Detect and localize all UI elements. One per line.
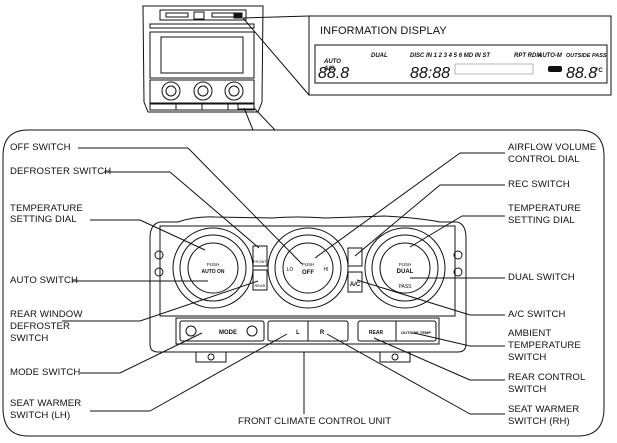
seg-clock: 88:88 <box>410 65 450 82</box>
label-seat-warmer-lh-1: SEAT WARMER <box>10 398 82 409</box>
label-ambient-temp-3: SWITCH <box>508 352 547 363</box>
seg-rpt-rdm: RPT RDM <box>514 53 542 59</box>
right-dial-dual: DUAL <box>397 269 414 275</box>
left-dial-auto-on: AUTO ON <box>202 269 225 275</box>
seg-disc: DISC IN 1 2 3 4 5 6 MD IN ST <box>410 53 491 59</box>
seg-dot-matrix <box>454 63 534 75</box>
label-dual-switch: DUAL SWITCH <box>508 272 575 283</box>
label-rear-window-defroster-1: REAR WINDOW <box>10 309 83 320</box>
seg-ac: A/C <box>323 66 335 72</box>
info-display-box <box>308 15 612 96</box>
label-rec-switch: REC SWITCH <box>508 179 570 190</box>
left-dial-push: PUSH <box>207 262 220 267</box>
console-overview <box>142 5 264 113</box>
seg-temp-right: 88.8 <box>566 65 597 82</box>
info-display-segments: AUTO A/C DUAL DISC IN 1 2 3 4 5 6 MD IN … <box>318 53 607 82</box>
label-defroster-switch: DEFROSTER SWITCH <box>10 166 112 177</box>
label-airflow-dial-2: CONTROL DIAL <box>508 154 580 165</box>
label-off-switch: OFF SWITCH <box>10 142 71 153</box>
detail-frame <box>2 129 605 437</box>
center-dial-lo: LO <box>287 267 294 273</box>
seat-r-label: R <box>320 330 325 336</box>
seg-temp-left: 88.8 <box>318 65 349 82</box>
label-temp-dial-right-2: SETTING DIAL <box>508 215 575 226</box>
ac-label: A/C <box>350 282 361 288</box>
center-dial-off: OFF <box>302 270 314 276</box>
outside-temp-label: OUTSIDE TEMP <box>401 330 431 335</box>
mode-label: MODE <box>219 330 237 336</box>
seg-dual: DUAL <box>371 53 388 59</box>
label-seat-warmer-rh-2: SWITCH (RH) <box>508 416 570 427</box>
right-dial-push: PUSH <box>399 262 412 267</box>
label-seat-warmer-lh-2: SWITCH (LH) <box>10 410 71 421</box>
label-rear-window-defroster-2: DEFROSTER <box>10 321 71 332</box>
seg-auto: AUTO <box>323 59 341 65</box>
label-front-climate-unit: FRONT CLIMATE CONTROL UNIT <box>238 416 392 427</box>
climate-panel-drawing <box>149 215 467 363</box>
rear-button-label: REAR <box>369 330 384 336</box>
label-temp-dial-right-1: TEMPERATURE <box>508 203 581 214</box>
label-rear-control-1: REAR CONTROL <box>508 372 586 383</box>
leader-lines <box>62 147 505 415</box>
label-temp-dial-left-1: TEMPERATURE <box>10 203 83 214</box>
center-dial-push: PUSH <box>302 262 315 267</box>
label-rear-control-2: SWITCH <box>508 384 547 395</box>
label-seat-warmer-rh-1: SEAT WARMER <box>508 404 580 415</box>
right-dial-pass: PASS <box>399 284 413 290</box>
label-mode-switch: MODE SWITCH <box>10 367 81 378</box>
label-temp-dial-left-2: SETTING DIAL <box>10 214 77 225</box>
seg-indicator <box>548 66 562 72</box>
rear-label: REAR <box>254 283 265 288</box>
label-rear-window-defroster-3: SWITCH <box>10 333 49 344</box>
seg-auto-m: AUTO-M <box>537 53 563 59</box>
seg-outside-pass: OUTSIDE PASS <box>566 53 607 59</box>
front-label: FRONT <box>253 259 267 264</box>
seg-unit: °C <box>596 68 603 74</box>
label-ambient-temp-1: AMBIENT <box>508 328 552 339</box>
center-dial-hi: HI <box>324 267 329 273</box>
seat-l-label: L <box>296 330 300 336</box>
label-ambient-temp-2: TEMPERATURE <box>508 340 581 351</box>
info-display-title: INFORMATION DISPLAY <box>320 25 447 37</box>
label-airflow-dial-1: AIRFLOW VOLUME <box>508 142 597 153</box>
label-ac-switch: A/C SWITCH <box>508 309 566 320</box>
panel-text: PUSH AUTO ON PUSH OFF LO HI PUSH DUAL PA… <box>202 259 432 336</box>
label-auto-switch: AUTO SWITCH <box>10 275 79 286</box>
